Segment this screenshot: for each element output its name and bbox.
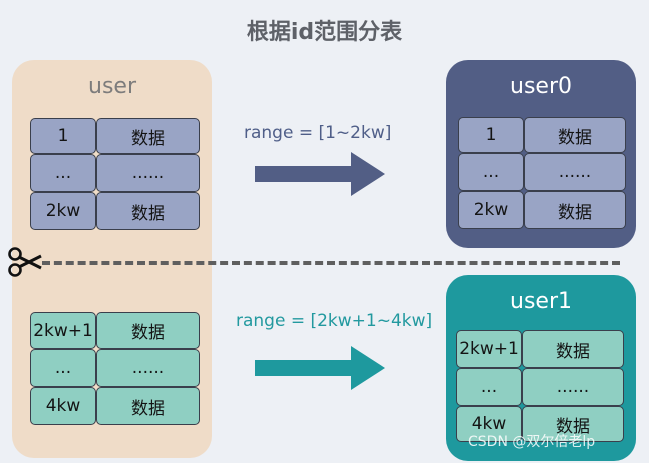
source-cell-id: 2kw bbox=[30, 192, 96, 230]
user0-cell-id: ... bbox=[458, 153, 524, 191]
user0-cell-id: 2kw bbox=[458, 191, 524, 229]
arrow-icon bbox=[255, 346, 385, 390]
source-cell-id: ... bbox=[30, 349, 96, 387]
source-cell-data: ...... bbox=[96, 154, 200, 192]
watermark-text: CSDN @双尔倍老lp bbox=[468, 434, 596, 450]
source-cell-data: 数据 bbox=[96, 387, 200, 425]
user0-cell-data: 数据 bbox=[524, 191, 626, 229]
user1-cell-data: ...... bbox=[522, 368, 624, 406]
user1-cell-id: ... bbox=[456, 368, 522, 406]
source-cell-id: 1 bbox=[30, 118, 96, 154]
scissors-icon bbox=[8, 247, 42, 277]
source-cell-data: 数据 bbox=[96, 192, 200, 230]
arrow-icon bbox=[255, 152, 385, 196]
source-cell-id: 4kw bbox=[30, 387, 96, 425]
range-label-user1: range = [2kw+1~4kw] bbox=[236, 311, 433, 331]
user1-cell-data: 数据 bbox=[522, 406, 624, 442]
source-cell-id: 2kw+1 bbox=[30, 312, 96, 349]
source-cell-data: 数据 bbox=[96, 312, 200, 349]
source-cell-id: ... bbox=[30, 154, 96, 192]
user1-cell-id: 2kw+1 bbox=[456, 330, 522, 368]
user1-cell-data: 数据 bbox=[522, 330, 624, 368]
target-label-user1: user1 bbox=[510, 289, 572, 314]
diagram-title: 根据id范围分表 bbox=[246, 20, 403, 45]
range-label-user0: range = [1~2kw] bbox=[244, 123, 392, 143]
split-divider bbox=[42, 261, 620, 265]
user1-cell-id: 4kw bbox=[456, 406, 522, 442]
user0-cell-data: ...... bbox=[524, 153, 626, 191]
source-table-label: user bbox=[88, 74, 136, 99]
user0-cell-data: 数据 bbox=[524, 117, 626, 153]
user0-cell-id: 1 bbox=[458, 117, 524, 153]
target-label-user0: user0 bbox=[510, 74, 572, 99]
source-cell-data: ...... bbox=[96, 349, 200, 387]
source-cell-data: 数据 bbox=[96, 118, 200, 154]
